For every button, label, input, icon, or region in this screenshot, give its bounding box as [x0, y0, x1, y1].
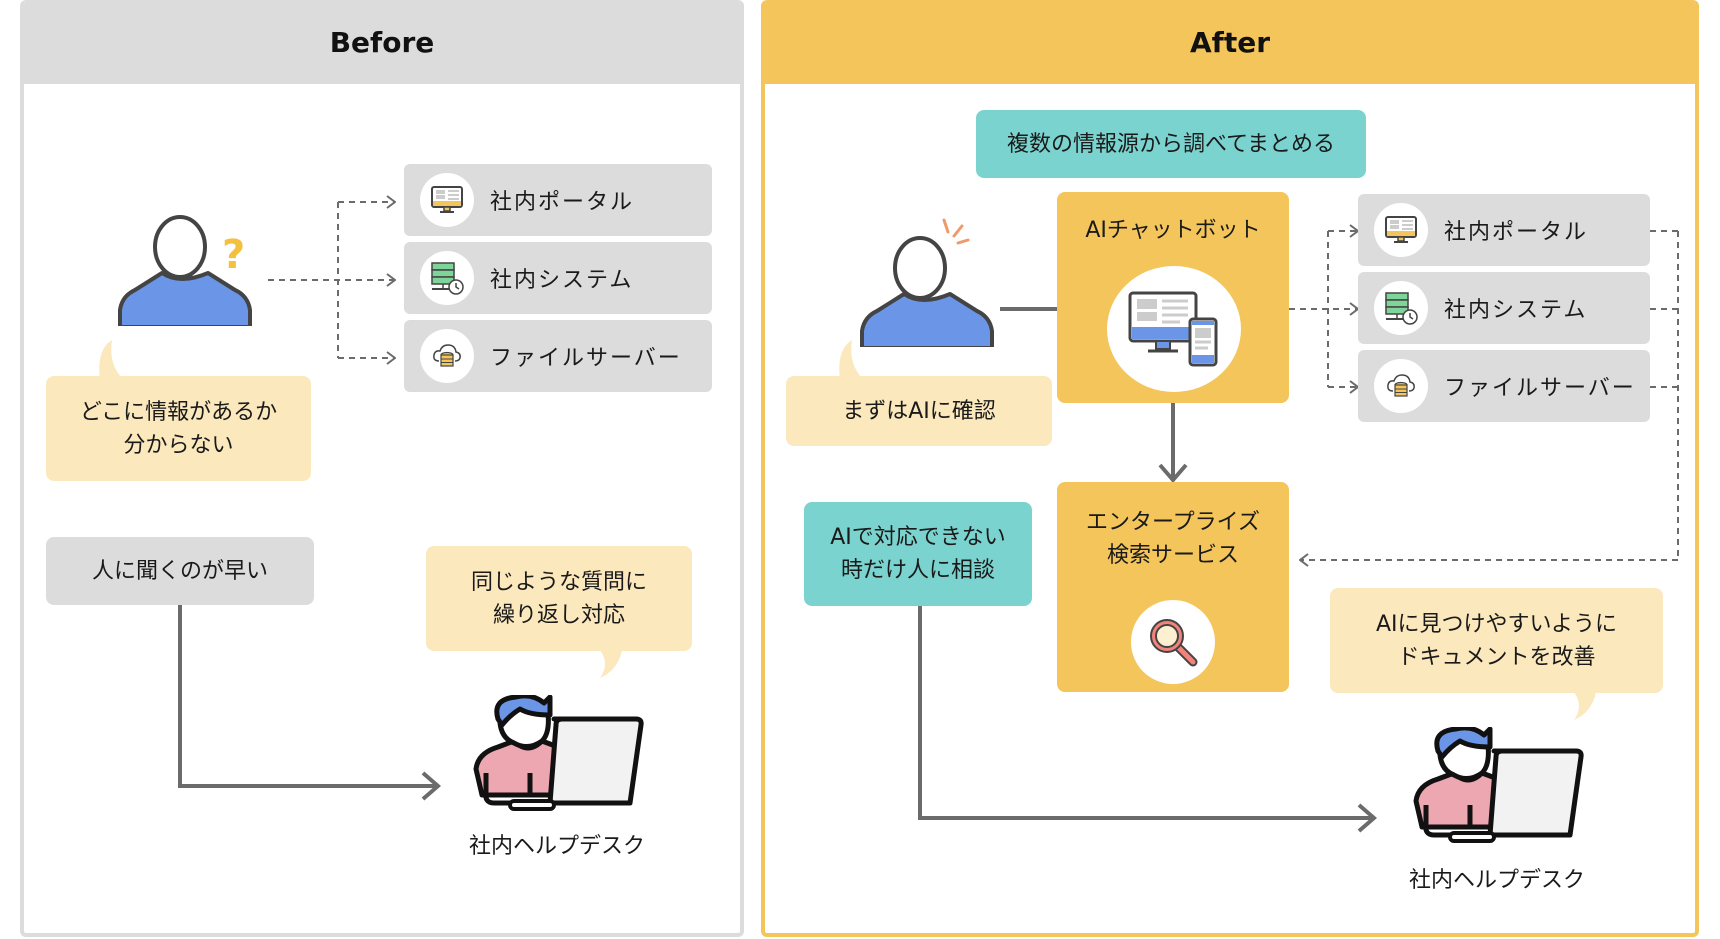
after-header: After	[765, 0, 1695, 84]
source-label: 社内ポータル	[1444, 220, 1589, 245]
before-user-bubble: どこに情報があるか 分からない	[46, 376, 311, 481]
source-label: ファイルサーバー	[1444, 376, 1636, 401]
realized-user-icon	[858, 218, 996, 355]
after-escalate-box: AIで対応できない 時だけ人に相談	[804, 502, 1032, 606]
helpdesk-person-icon	[1413, 727, 1584, 843]
after-source-fileserver: ファイルサーバー	[1358, 350, 1650, 422]
bubble-tail	[99, 340, 124, 380]
devices-icon	[1107, 266, 1241, 392]
helpdesk-person-icon	[473, 695, 644, 811]
chatbot-box: AIチャットボット	[1057, 192, 1289, 403]
source-label: 社内システム	[1444, 298, 1588, 323]
before-source-system: 社内システム	[404, 242, 712, 314]
after-user-bubble: まずはAIに確認	[786, 376, 1052, 446]
monitor-portal-icon	[1374, 203, 1428, 257]
before-helpdesk-label: 社内ヘルプデスク	[468, 834, 645, 859]
server-clock-icon	[420, 251, 474, 305]
after-banner: 複数の情報源から調べてまとめる	[976, 110, 1366, 178]
source-label: 社内ポータル	[490, 190, 635, 215]
before-panel: Before	[20, 0, 744, 937]
after-source-system: 社内システム	[1358, 272, 1650, 344]
monitor-portal-icon	[420, 173, 474, 227]
question-mark-icon: ?	[222, 232, 245, 278]
source-label: ファイルサーバー	[490, 346, 682, 371]
before-ask-box: 人に聞くのが早い	[46, 537, 314, 605]
before-helpdesk-bubble: 同じような質問に 繰り返し対応	[426, 546, 692, 651]
cloud-database-icon	[1374, 359, 1428, 413]
search-title: エンタープライズ 検索サービス	[1085, 510, 1261, 568]
bubble-tail	[1574, 692, 1596, 720]
bubble-tail	[839, 340, 864, 380]
before-source-portal: 社内ポータル	[404, 164, 712, 236]
after-panel: After	[761, 0, 1699, 937]
after-helpdesk-label: 社内ヘルプデスク	[1408, 868, 1585, 893]
before-source-fileserver: ファイルサーバー	[404, 320, 712, 392]
bubble-tail	[600, 650, 622, 678]
magnifier-icon	[1131, 600, 1215, 684]
after-source-portal: 社内ポータル	[1358, 194, 1650, 266]
source-label: 社内システム	[490, 268, 634, 293]
before-header: Before	[24, 0, 740, 84]
spark-icon	[942, 218, 970, 245]
cloud-database-icon	[420, 329, 474, 383]
chatbot-title: AIチャットボット	[1085, 218, 1261, 243]
confused-user-icon: ?	[116, 215, 254, 330]
search-service-box: エンタープライズ 検索サービス	[1057, 482, 1289, 692]
after-helpdesk-bubble: AIに見つけやすいように ドキュメントを改善	[1330, 588, 1663, 693]
server-clock-icon	[1374, 281, 1428, 335]
